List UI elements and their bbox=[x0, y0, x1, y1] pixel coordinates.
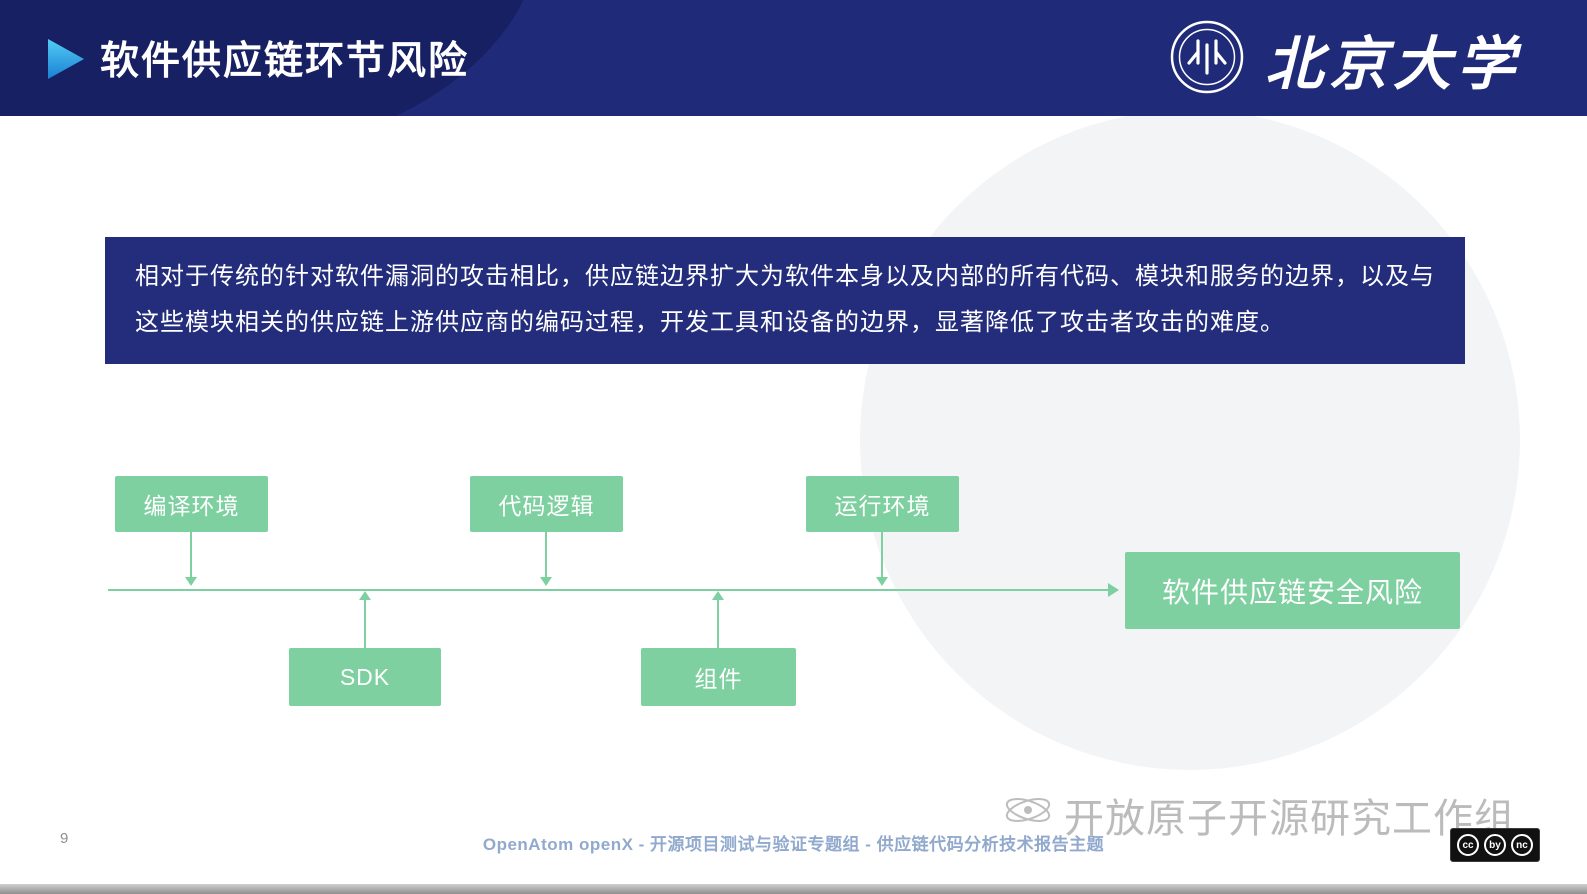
diagram-node-compile-env: 编译环境 bbox=[115, 476, 268, 532]
diagram-node-code-logic: 代码逻辑 bbox=[470, 476, 623, 532]
university-name: 北京大学 bbox=[1264, 32, 1521, 97]
bottom-edge-bar bbox=[0, 884, 1587, 894]
diagram-node-runtime-env: 运行环境 bbox=[806, 476, 959, 532]
diagram-node-component: 组件 bbox=[641, 648, 796, 706]
arrow-down-icon bbox=[185, 531, 197, 586]
page-title: 软件供应链环节风险 bbox=[100, 40, 470, 83]
arrow-down-icon bbox=[540, 531, 552, 586]
diagram-result-node: 软件供应链安全风险 bbox=[1125, 552, 1460, 629]
university-logo: 北京大学 bbox=[1169, 20, 1521, 98]
arrow-up-icon bbox=[359, 591, 371, 648]
diagram-node-sdk: SDK bbox=[289, 648, 441, 706]
pku-seal-icon bbox=[1169, 19, 1245, 100]
slide-header: 软件供应链环节风险 北京大学 bbox=[0, 0, 1587, 116]
footer-caption: OpenAtom openX - 开源项目测试与验证专题组 - 供应链代码分析技… bbox=[482, 835, 1105, 854]
cc-license-badge: cc by nc bbox=[1450, 828, 1540, 862]
intro-text: 相对于传统的针对软件漏洞的攻击相比，供应链边界扩大为软件本身以及内部的所有代码、… bbox=[135, 263, 1435, 337]
intro-text-box: 相对于传统的针对软件漏洞的攻击相比，供应链边界扩大为软件本身以及内部的所有代码、… bbox=[105, 237, 1465, 364]
cc-nc-icon: nc bbox=[1511, 834, 1533, 856]
openatom-logo-icon bbox=[1002, 788, 1054, 842]
background-circle-decoration bbox=[860, 110, 1520, 770]
cc-icon: cc bbox=[1457, 834, 1479, 856]
page-number: 9 bbox=[60, 830, 69, 847]
watermark-text: 开放原子开源研究工作组 bbox=[1064, 797, 1515, 841]
arrow-up-icon bbox=[712, 591, 724, 648]
timeline-arrow bbox=[108, 583, 1119, 597]
cc-by-icon: by bbox=[1484, 834, 1506, 856]
watermark: 开放原子开源研究工作组 bbox=[1002, 786, 1515, 844]
arrow-down-icon bbox=[876, 531, 888, 586]
